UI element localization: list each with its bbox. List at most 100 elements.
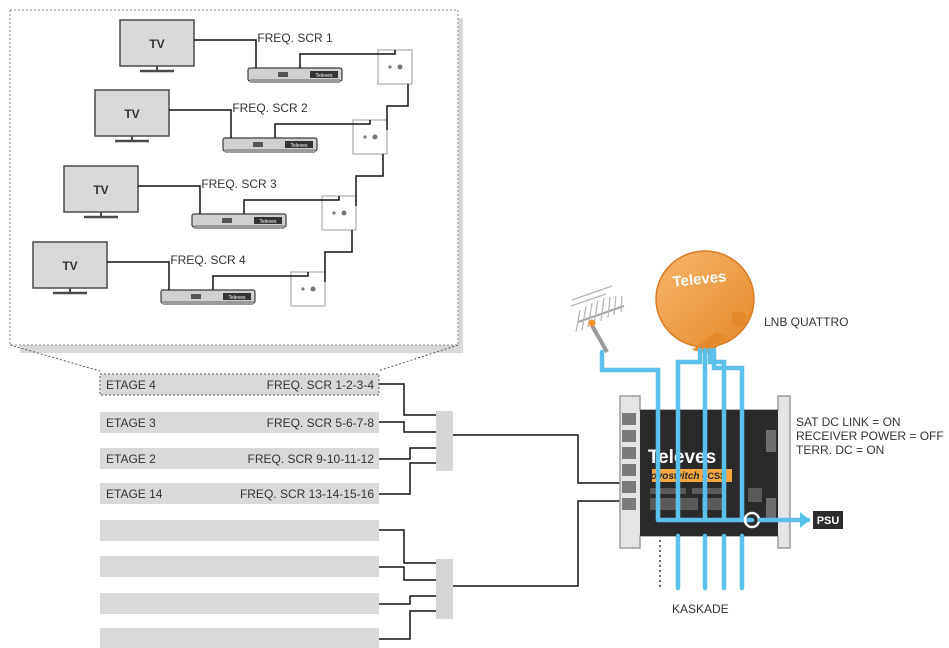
receiver-base (163, 301, 253, 305)
socket-port-b (397, 64, 403, 70)
floor-frequency: FREQ. SCR 9-10-11-12 (248, 452, 375, 466)
input-cables (599, 347, 745, 411)
receiver-brand: Televes (316, 73, 333, 79)
tv-label: TV (93, 183, 108, 197)
receiver-brand: Televes (291, 143, 308, 149)
multiswitch-model: dCSS (702, 471, 726, 481)
receiver-base (194, 225, 284, 229)
tv-wire (138, 185, 201, 214)
floor-strip-empty (100, 593, 379, 614)
floor-frequency: FREQ. SCR 5-6-7-8 (267, 416, 375, 430)
psu-box (813, 511, 843, 529)
socket-port-a (301, 287, 305, 291)
tv-screen (32, 241, 108, 289)
room-frequency: FREQ. SCR 1 (257, 31, 333, 45)
floor-strip-empty (100, 520, 379, 541)
room-4: TV FREQ. SCR 4 Televes (32, 241, 326, 307)
socket-chain-wire (355, 154, 384, 206)
multiswitch: Televes novoswitch dCSS (619, 395, 791, 549)
floor-frequency: FREQ. SCR 13-14-15-16 (240, 487, 374, 501)
multiswitch-product: novoswitch (644, 471, 699, 482)
right-ports (766, 430, 776, 520)
tv-label: TV (124, 107, 139, 121)
receiver-wire (212, 272, 309, 290)
room-3: TV FREQ. SCR 3 Televes (63, 165, 357, 231)
socket-port-b (372, 134, 378, 140)
room-frequency: FREQ. SCR 3 (201, 177, 277, 191)
wall-socket (377, 49, 413, 85)
setting-line: RECEIVER POWER = OFF (796, 429, 944, 443)
psu-label: PSU (817, 515, 840, 527)
receiver-display (191, 294, 201, 299)
wall-socket (352, 119, 388, 155)
wall-socket (321, 195, 357, 231)
setting-line: TERR. DC = ON (796, 443, 884, 457)
psu-feed: PSU (757, 511, 843, 529)
tv-label: TV (149, 37, 164, 51)
dish-brand: Televes (672, 268, 727, 291)
tv-label: TV (62, 259, 77, 273)
receiver-base (225, 149, 315, 153)
receiver-display (222, 218, 232, 223)
room-frequency: FREQ. SCR 2 (232, 101, 308, 115)
wall-socket (290, 271, 326, 307)
floor-strip-bg (100, 556, 379, 577)
floor-strip-bg (100, 448, 379, 469)
tv-wire (194, 39, 257, 68)
internal-cables (655, 405, 755, 523)
room-frequency: FREQ. SCR 4 (170, 253, 246, 267)
setting-line: SAT DC LINK = ON (796, 415, 901, 429)
multiswitch-spec-blocks (650, 488, 762, 510)
cascade-label: KASKADE (672, 602, 729, 616)
floor-strip-bg (100, 483, 379, 504)
tv-screen (94, 89, 170, 137)
floor-name: ETAGE 3 (106, 416, 156, 430)
left-ports (622, 413, 636, 510)
splitter-wiring (379, 383, 620, 640)
floor-name: ETAGE 4 (106, 378, 156, 392)
receiver-wire (243, 196, 340, 214)
lnb-label: LNB QUATTRO (764, 315, 848, 329)
receiver-base (250, 79, 340, 83)
splitter-lower (436, 559, 453, 619)
room-2: TV FREQ. SCR 2 Televes (94, 89, 388, 155)
tv-screen (119, 19, 195, 67)
socket-port-b (310, 286, 316, 292)
lnb-head (732, 312, 746, 326)
socket-port-a (363, 135, 367, 139)
floor-strip: ETAGE 3 FREQ. SCR 5-6-7-8 (100, 412, 379, 433)
tv-screen (63, 165, 139, 213)
receiver-display (253, 142, 263, 147)
receiver-wire (274, 120, 371, 138)
satellite-dish: Televes (655, 250, 755, 354)
receiver-display (278, 72, 288, 77)
receiver-panel (223, 293, 251, 300)
floor-strip-bg (100, 520, 379, 541)
cascade-cables (659, 533, 745, 591)
floor-strip: ETAGE 14 FREQ. SCR 13-14-15-16 (100, 483, 379, 504)
receiver-panel (254, 217, 282, 224)
floor-name: ETAGE 14 (106, 487, 163, 501)
receiver-wire (299, 50, 396, 68)
floor-strip-bg (100, 628, 379, 648)
receiver-brand: Televes (229, 295, 246, 301)
dish-reflector (655, 250, 755, 348)
floor-strip-empty (100, 628, 379, 648)
multiswitch-product-band (652, 469, 732, 482)
socket-port-a (388, 65, 392, 69)
floor-frequency: FREQ. SCR 1-2-3-4 (267, 378, 375, 392)
floor-strip-bg (100, 593, 379, 614)
tv-wire (107, 261, 170, 290)
floor-name: ETAGE 2 (106, 452, 156, 466)
terrestrial-antenna (570, 285, 625, 353)
multiswitch-brand: Televes (648, 447, 716, 468)
socket-chain-wire (386, 84, 409, 130)
room-1: TV FREQ. SCR 1 Televes (119, 19, 413, 85)
receiver-brand: Televes (260, 219, 277, 225)
tv-wire (169, 109, 232, 138)
receiver-panel (310, 71, 338, 78)
floor-strip-empty (100, 556, 379, 577)
socket-port-b (341, 210, 347, 216)
